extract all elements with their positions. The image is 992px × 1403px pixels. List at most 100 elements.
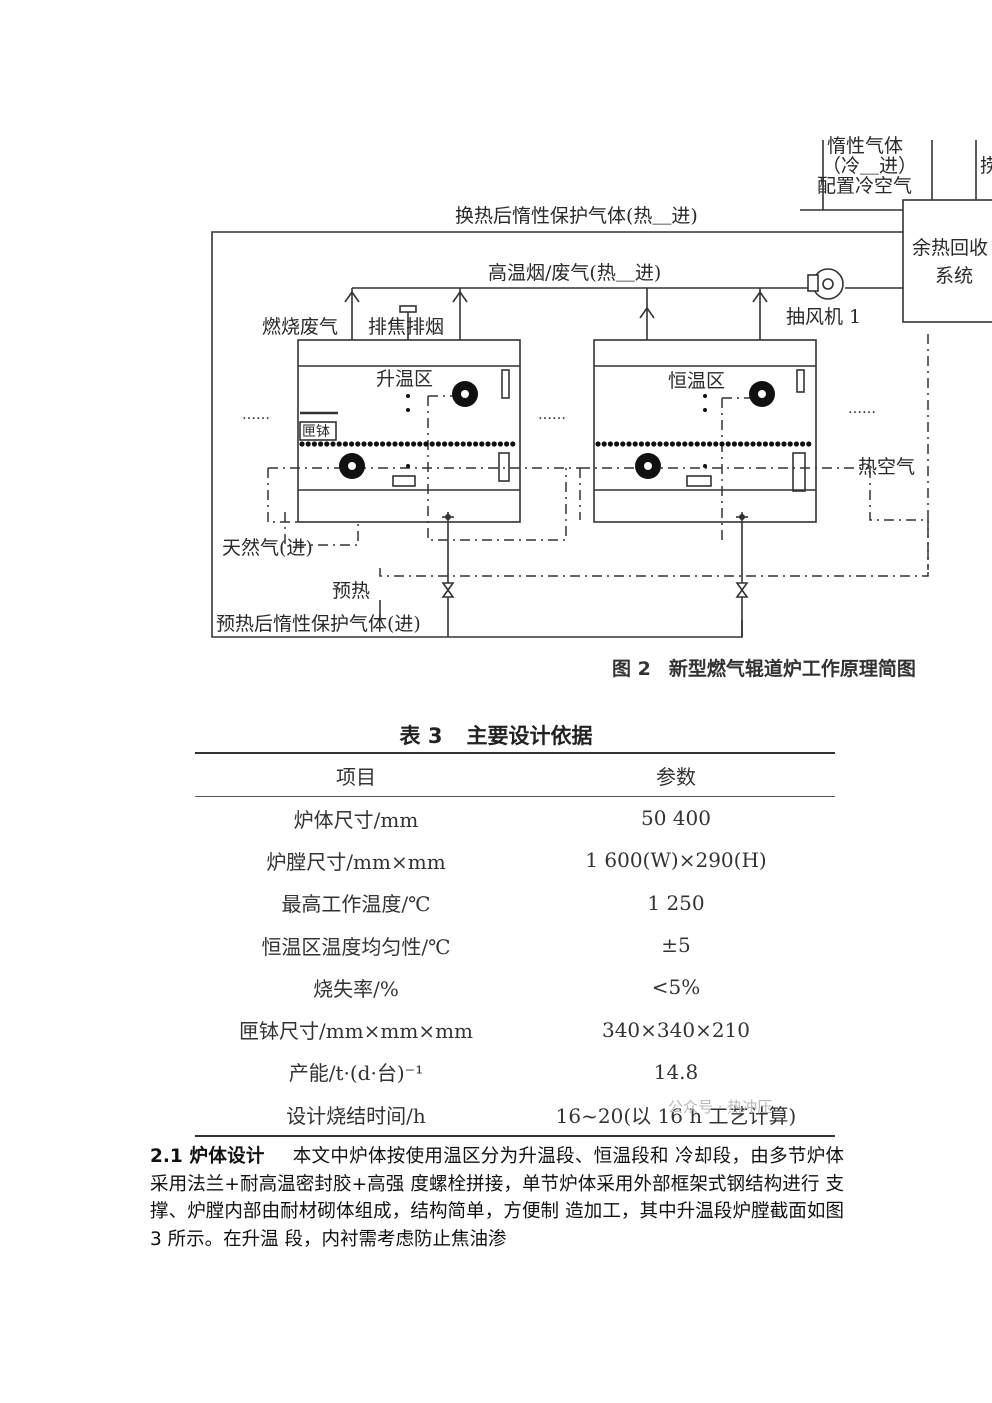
roller-dot (380, 441, 386, 447)
roller-dot (731, 441, 738, 447)
roller-dot (386, 441, 392, 447)
roller-dot (349, 441, 355, 447)
roller-dot (460, 441, 466, 447)
roller-dot (694, 441, 700, 447)
roller-dot (454, 441, 460, 447)
roller-dot (442, 441, 448, 447)
table-header-row: 项目 参数 (195, 753, 835, 797)
design-basis-table: 项目 参数 炉体尺寸/mm 50 400 炉膛尺寸/mm×mm 1 600(W)×2… (195, 752, 835, 1137)
roller-dot (626, 441, 632, 447)
roller-dot (330, 441, 336, 447)
roller-dot (781, 441, 787, 447)
section-heading: 2.1 炉体设计 (150, 1146, 265, 1167)
cell-item: 设计烧结时间/h (286, 1103, 426, 1128)
roller-dot (491, 441, 497, 447)
cell-item: 恒温区温度均匀性/℃ (261, 934, 451, 959)
roller-dot (324, 441, 330, 447)
roller-dot (435, 441, 441, 447)
roller-dot (669, 441, 676, 447)
roller-dot (719, 441, 725, 447)
label-natural-gas: 天然气(进) (222, 537, 313, 559)
roller-dot (713, 441, 719, 447)
roller-dot (318, 441, 324, 447)
label-waste-heat-2: 系统 (935, 265, 973, 287)
watermark: 公众号 · 热冲压 (668, 1098, 773, 1116)
label-dots-left: …… (242, 407, 270, 423)
cell-item: 产能/t·(d·台)⁻¹ (288, 1061, 424, 1086)
label-preheated-inert: 预热后惰性保护气体(进) (216, 613, 421, 635)
cell-value: 1 250 (647, 890, 705, 915)
roller-dot (787, 441, 793, 447)
roller-dot (663, 441, 669, 447)
label-saggar: 匣钵 (302, 424, 330, 440)
figure-caption: 图 2 新型燃气辊道炉工作原理简图 (612, 654, 934, 681)
roller-dot (676, 441, 682, 447)
roller-dot (373, 441, 379, 447)
roller-dot (769, 441, 775, 447)
label-config-cold-air: 配置冷空气 (817, 175, 912, 197)
roller-dot (607, 441, 614, 447)
roller-dot (411, 441, 417, 447)
label-cold-in: （冷＿进） (822, 155, 917, 177)
roller-dot (336, 441, 342, 447)
cell-value: ±5 (661, 933, 691, 958)
label-waste-heat-1: 余热回收 (912, 237, 988, 259)
roller-dot (510, 441, 516, 447)
furnace-diagram: 惰性气体 （冷＿进） 配置冷空气 捞 换热后惰性保护气体(热＿进) 余热回收 系… (211, 135, 992, 638)
roller-dot (429, 441, 435, 447)
label-combustion-exhaust: 燃烧废气 (262, 316, 338, 338)
table-row: 恒温区温度均匀性/℃ ±5 (195, 924, 835, 966)
table-row: 烧失率/%<5% (195, 966, 835, 1008)
roller-dot (448, 441, 454, 447)
cell-value: 14.8 (653, 1059, 699, 1084)
cell-item: 炉体尺寸/mm (293, 807, 419, 832)
table-row: 产能/t·(d·台)⁻¹ 14.8 (195, 1051, 835, 1093)
label-preheat: 预热 (332, 580, 370, 602)
roller-dot (738, 441, 744, 447)
label-inert-gas: 惰性气体 (827, 135, 903, 157)
roller-dot (497, 441, 503, 447)
roller-dot (595, 441, 601, 447)
cell-item: 烧失率/% (313, 976, 399, 1001)
cell-value: 16~20(以 16 h 工艺计算) (555, 1103, 797, 1128)
label-fan: 抽风机 1 (786, 306, 861, 328)
roller-dot (479, 441, 485, 447)
roller-dot (756, 441, 762, 447)
cell-item: 炉膛尺寸/mm×mm (266, 849, 446, 874)
roller-dot (638, 441, 645, 447)
cell-value: 340×340×210 (601, 1017, 751, 1042)
roller-dot (361, 441, 367, 447)
header-parameter: 参数 (656, 764, 696, 789)
roller-dot (657, 441, 663, 447)
table-row: 炉体尺寸/mm 50 400 (195, 797, 835, 840)
table-caption-title: 主要设计依据 (466, 724, 593, 748)
roller-dot (299, 441, 305, 447)
figure-caption-number: 图 2 (612, 658, 651, 680)
figure-caption-title: 新型燃气辊道炉工作原理简图 (668, 658, 916, 680)
table-row: 匣钵尺寸/mm×mm×mm 340×340×210 (195, 1008, 835, 1050)
roller-dot (762, 441, 769, 447)
cell-value: 1 600(W)×290(H) (585, 848, 767, 873)
roller-dot (632, 441, 638, 447)
roller-dot (473, 441, 479, 447)
label-dots-right: …… (848, 401, 876, 417)
roller-dot (800, 441, 806, 447)
roller-dot (682, 441, 688, 447)
roller-dot (417, 441, 423, 447)
table-row: 炉膛尺寸/mm×mm 1 600(W)×290(H) (195, 839, 835, 881)
roller-dot (398, 441, 404, 447)
roller-dot (707, 441, 713, 447)
cell-item: 匣钵尺寸/mm×mm×mm (238, 1019, 474, 1044)
roller-dot (700, 441, 707, 447)
cell-value: 50 400 (641, 806, 711, 831)
roller-dot (750, 441, 756, 447)
roller-dot (342, 441, 348, 447)
roller-dot (367, 441, 373, 447)
roller-dot (645, 441, 651, 447)
roller-dot (651, 441, 657, 447)
roller-dot (793, 441, 800, 447)
roller-dot (392, 441, 398, 447)
roller-dot (466, 441, 472, 447)
roller-dot (311, 441, 317, 447)
